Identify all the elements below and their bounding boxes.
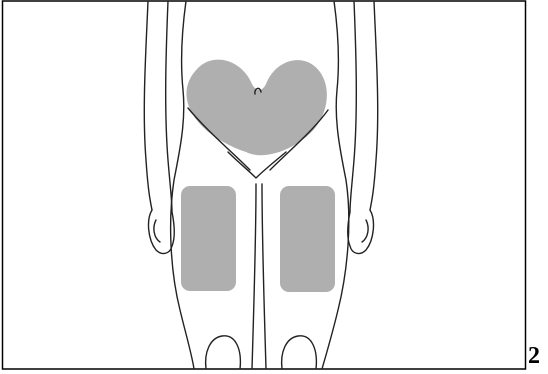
right-thigh-zone [280, 186, 335, 292]
left-thigh-zone [181, 186, 236, 291]
figure-number: 2 [528, 344, 540, 368]
